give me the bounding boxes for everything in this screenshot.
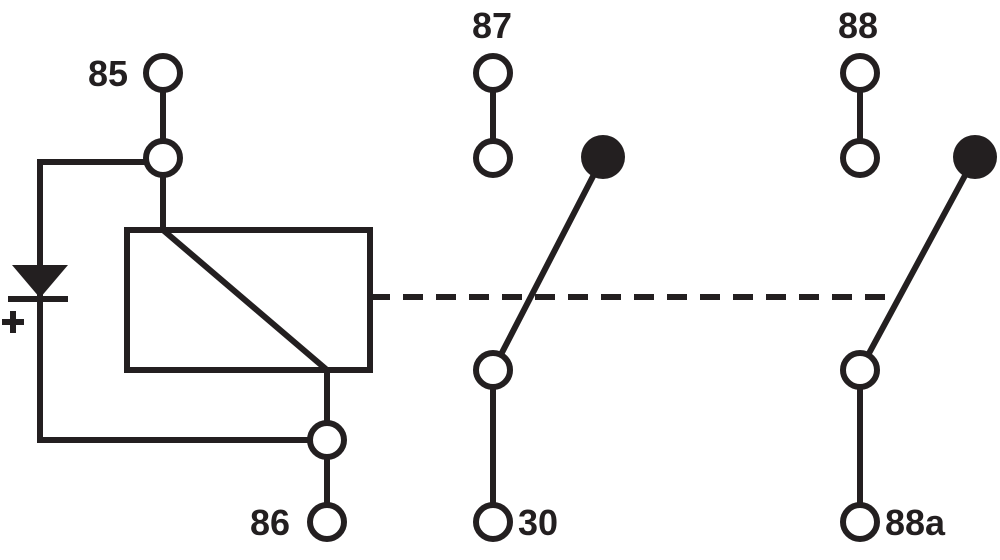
terminal-88a bbox=[840, 502, 880, 542]
terminal-85 bbox=[143, 53, 183, 93]
label-85: 85 bbox=[88, 53, 128, 94]
terminals bbox=[143, 53, 997, 542]
terminal-86 bbox=[307, 502, 347, 542]
diode bbox=[2, 265, 68, 333]
label-88a: 88a bbox=[885, 502, 946, 543]
plus-icon bbox=[2, 311, 24, 333]
label-86: 86 bbox=[250, 502, 290, 543]
terminal-85-junction bbox=[143, 138, 183, 178]
terminal-30 bbox=[473, 502, 513, 542]
labels: 85 87 88 86 30 88a bbox=[88, 5, 946, 543]
pivot-88a bbox=[840, 350, 880, 390]
pivot-30 bbox=[473, 350, 513, 390]
terminal-87 bbox=[473, 53, 513, 93]
terminal-88 bbox=[840, 53, 880, 93]
switch-arm-1 bbox=[490, 155, 606, 372]
coil-diagonal bbox=[161, 227, 329, 373]
contact-88 bbox=[840, 138, 880, 178]
label-30: 30 bbox=[518, 502, 558, 543]
diode-loop-wire bbox=[37, 159, 310, 443]
diode-icon bbox=[12, 265, 68, 298]
label-88: 88 bbox=[838, 5, 878, 46]
terminal-86-junction bbox=[307, 420, 347, 460]
contact-87 bbox=[473, 138, 513, 178]
label-87: 87 bbox=[472, 5, 512, 46]
switch-tip-1 bbox=[581, 135, 625, 179]
wires bbox=[37, 90, 978, 505]
switch-arm-2 bbox=[857, 155, 978, 372]
switch-tip-2 bbox=[953, 135, 997, 179]
